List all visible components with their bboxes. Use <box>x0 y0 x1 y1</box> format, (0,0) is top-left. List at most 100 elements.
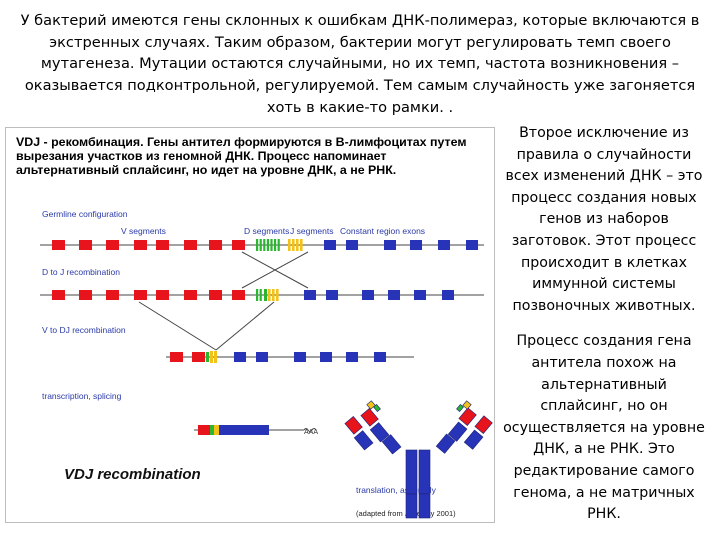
cross-over-line-b <box>241 251 309 289</box>
constant-exon <box>442 290 454 300</box>
constant-exon <box>438 240 450 250</box>
label-d-segments: D segments <box>244 226 289 236</box>
d-segment <box>206 352 209 362</box>
antibody-light-constant <box>353 430 374 451</box>
v-segment <box>134 240 147 250</box>
antibody-variable <box>344 416 363 435</box>
constant-exon <box>410 240 422 250</box>
constant-exon <box>374 352 386 362</box>
constant-exon <box>219 425 269 435</box>
constant-exon <box>256 352 268 362</box>
antibody-j-region <box>462 400 472 410</box>
label-constant-exons: Constant region exons <box>340 226 425 236</box>
intro-paragraph: У бактерий имеются гены склонных к ошибк… <box>20 12 700 116</box>
antibody-heavy-constant <box>405 449 418 495</box>
antibody-d-region <box>456 403 464 413</box>
v-segment <box>52 240 65 250</box>
label-v-segments: V segments <box>121 226 166 236</box>
j-segment <box>214 425 219 435</box>
v-segment <box>232 240 245 250</box>
v-segment <box>52 290 65 300</box>
j-segment <box>292 239 295 251</box>
vdj-diagram: Germline configuration V segments D segm… <box>40 209 493 519</box>
v-segment <box>79 290 92 300</box>
d-segment <box>263 239 266 251</box>
v-segment <box>156 290 169 300</box>
right-column: Второе исключение из правила о случайнос… <box>500 123 708 526</box>
v-segment <box>106 290 119 300</box>
recombination-line-v-right <box>215 301 275 351</box>
constant-exon <box>384 240 396 250</box>
antibody-heavy-constant <box>435 433 456 454</box>
antibody-variable <box>474 415 493 434</box>
d-segment <box>277 239 280 251</box>
v-segment <box>209 240 222 250</box>
antibody-heavy-constant <box>381 434 402 455</box>
figure-caption: VDJ - рекомбинация. Гены антител формиру… <box>16 135 467 177</box>
label-polya-tail: AAA <box>304 429 318 436</box>
v-segment <box>79 240 92 250</box>
constant-exon <box>304 290 316 300</box>
antibody-heavy-constant <box>405 493 418 519</box>
figure-title: VDJ recombination <box>64 466 201 483</box>
constant-exon <box>346 240 358 250</box>
d-segment <box>259 289 262 301</box>
j-segment <box>268 289 271 301</box>
recombination-line-v-left <box>138 301 217 351</box>
right-paragraph-1: Второе исключение из правила о случайнос… <box>505 125 703 314</box>
v-segment <box>134 290 147 300</box>
d-segment <box>274 239 277 251</box>
label-germline: Germline configuration <box>42 209 128 219</box>
v-segment <box>209 290 222 300</box>
d-segment <box>259 239 262 251</box>
right-paragraph-2: Процесс создания гена антитела похож на … <box>503 333 705 523</box>
d-segment <box>210 425 214 435</box>
j-segment <box>214 351 217 363</box>
antibody-heavy-constant <box>418 493 431 519</box>
v-segment <box>170 352 183 362</box>
v-segment <box>184 240 197 250</box>
constant-exon <box>234 352 246 362</box>
constant-exon <box>346 352 358 362</box>
j-segment <box>272 289 275 301</box>
v-segment <box>232 290 245 300</box>
antibody-heavy-constant <box>447 421 468 442</box>
j-segment <box>300 239 303 251</box>
vdj-figure: VDJ - рекомбинация. Гены антител формиру… <box>5 127 495 523</box>
d-segment <box>264 289 267 301</box>
d-segment <box>256 289 259 301</box>
antibody-variable <box>360 408 379 427</box>
constant-exon <box>414 290 426 300</box>
d-segment <box>270 239 273 251</box>
d-segment <box>266 239 269 251</box>
v-segment <box>106 240 119 250</box>
label-j-segments: J segments <box>290 226 333 236</box>
constant-exon <box>320 352 332 362</box>
constant-exon <box>294 352 306 362</box>
wavy-tail <box>303 428 317 432</box>
constant-exon <box>326 290 338 300</box>
v-segment <box>184 290 197 300</box>
label-v-to-dj: V to DJ recombination <box>42 325 126 335</box>
d-segment <box>256 239 259 251</box>
label-translation: translation, assembly <box>356 485 437 495</box>
antibody-heavy-constant <box>369 422 390 443</box>
label-d-to-j: D to J recombination <box>42 267 120 277</box>
antibody-variable <box>458 407 477 426</box>
j-segment <box>296 239 299 251</box>
antibody-d-region <box>373 403 381 413</box>
constant-exon <box>466 240 478 250</box>
v-segment <box>192 352 205 362</box>
j-segment <box>288 239 291 251</box>
antibody-light-constant <box>463 429 484 450</box>
constant-exon <box>362 290 374 300</box>
v-segment <box>156 240 169 250</box>
constant-exon <box>388 290 400 300</box>
label-transcription: transcription, splicing <box>42 391 122 401</box>
j-segment <box>210 351 213 363</box>
antibody-heavy-constant <box>418 449 431 495</box>
antibody-j-region <box>366 400 376 410</box>
j-segment <box>276 289 279 301</box>
v-segment <box>198 425 210 435</box>
constant-exon <box>324 240 336 250</box>
